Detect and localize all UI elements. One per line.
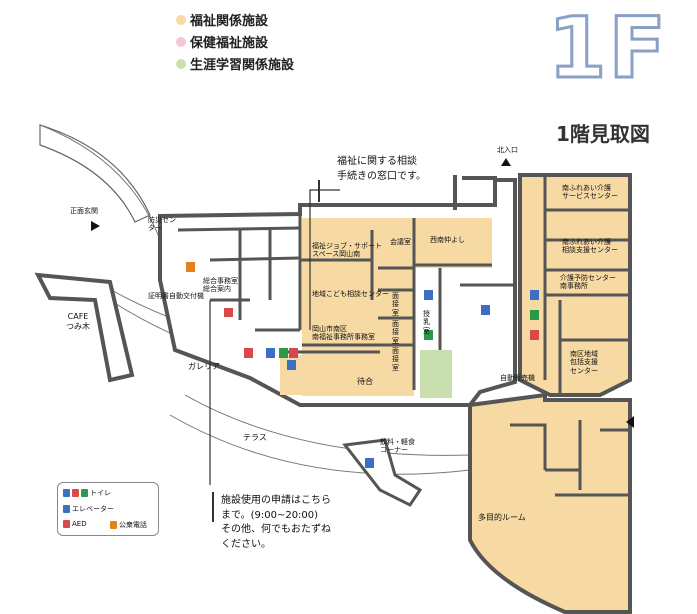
legend-welfare-dot: [176, 14, 186, 25]
label-inryou: 飲料・軽食 コーナー: [380, 438, 415, 455]
label-kitairi: 北入口: [497, 146, 518, 154]
key-phone: 公衆電話: [110, 520, 147, 530]
key-toilet-label: トイレ: [90, 489, 111, 497]
drink-corner-wall: [342, 438, 423, 507]
key-toilet: トイレ: [63, 488, 111, 498]
terrace-edge: [184, 394, 471, 456]
toilet-icon-f3: [530, 330, 539, 340]
label-mensetsu2: 面接室: [392, 320, 399, 345]
label-bousai: 防災センター: [148, 216, 176, 233]
entrance-arrow: [91, 221, 100, 231]
label-mensetsu3: 面接室: [392, 347, 399, 372]
key-elevator-label: エレベーター: [72, 505, 114, 513]
accessible-icon-1: [279, 348, 288, 358]
key-toilet-icon: [63, 489, 70, 497]
terrace-outer: [169, 414, 471, 475]
learning-zone: [420, 350, 452, 398]
note-top: 福祉に関する相談 手続きの窓口です。: [337, 156, 426, 182]
note-bottom: 施設使用の申請はこちら まで。(9:00~20:00) その他、何でもおたずね …: [221, 495, 331, 550]
label-shoumen: 正面玄関: [70, 207, 98, 215]
phone-icon: [186, 262, 195, 272]
key-accessible-icon: [81, 489, 88, 497]
label-sougou: 総合事務室 総合案内: [203, 277, 238, 294]
east-arrow: [626, 416, 634, 428]
label-machiai: 待合: [357, 377, 373, 386]
toilet-icon-f1: [244, 348, 253, 358]
south-wing-walls: [510, 420, 630, 497]
interior-walls: [280, 214, 515, 390]
label-kaigi: 会議室: [390, 238, 411, 246]
label-terrace: テラス: [243, 433, 267, 442]
label-fureai1: 南ふれあい介護 サービスセンター: [562, 184, 618, 201]
elevator-icon-1: [287, 360, 296, 370]
elevator-icon-2: [481, 305, 490, 315]
label-houkatsu: 南区地域 包括支援 センター: [570, 350, 598, 375]
key-phone-label: 公衆電話: [119, 521, 147, 529]
toilet-icon-m2: [424, 290, 433, 300]
top-callout-line: [309, 189, 340, 330]
toilet-icon-f2: [289, 348, 298, 358]
label-junyu: 授乳室: [423, 310, 430, 335]
east-wing-walls: [543, 175, 630, 395]
waiting-zone: [280, 355, 380, 395]
label-mensetsu1: 面接室: [392, 292, 399, 317]
label-minami: 岡山市南区 南福祉事務所事務室: [312, 325, 375, 342]
key-aed-label: AED: [72, 520, 87, 528]
north-arrow: [501, 158, 511, 166]
key-aed-icon: [63, 520, 70, 528]
label-tamokuteki: 多目的ルーム: [478, 513, 526, 522]
cafe-wall: [34, 272, 135, 383]
aed-icon: [224, 308, 233, 317]
toilet-icon-m3: [530, 290, 539, 300]
floor-number: 1F: [547, 0, 668, 97]
legend-learning: 生涯学習関係施設: [176, 54, 294, 73]
label-nishi: 西南仲よし: [430, 236, 465, 244]
key-aed: AED: [63, 520, 87, 528]
toilet-icon-m1: [266, 348, 275, 358]
label-fukushi-job: 福祉ジョブ・サポート スペース岡山南: [312, 242, 382, 259]
label-fureai2: 南ふれあい介護 相談支援センター: [562, 238, 618, 255]
key-elevator: エレベーター: [63, 504, 114, 514]
legend-health: 保健福祉施設: [176, 32, 268, 51]
key-elevator-icon: [63, 505, 70, 513]
welfare-zone-b: [414, 218, 492, 268]
top-callout-tick: [318, 180, 320, 202]
key-phone-icon: [110, 521, 117, 529]
office-walls: [177, 226, 301, 332]
south-wing-outline: [468, 392, 632, 614]
north-entrance-walls: [453, 175, 497, 210]
elevator-icon-3: [365, 458, 374, 468]
welfare-zone-c: [378, 268, 414, 388]
accessible-icon-3: [530, 310, 539, 320]
floor-title: 1階見取図: [556, 122, 650, 146]
legend-health-label: 保健福祉施設: [190, 36, 269, 51]
legend-learning-label: 生涯学習関係施設: [190, 58, 295, 73]
arc-outer: [39, 124, 161, 241]
icon-key: トイレ エレベーター AED 公衆電話: [57, 482, 159, 536]
legend-learning-dot: [176, 58, 186, 69]
accessible-icon-2: [424, 330, 433, 340]
legend-welfare-label: 福祉関係施設: [190, 14, 269, 29]
label-kaigo-yobo: 介護予防センター 南事務所: [560, 274, 616, 291]
label-shoumeisho: 証明書自動交付機: [148, 292, 204, 300]
label-chiiki: 地域こども相談センター: [312, 290, 389, 298]
bottom-callout-tick: [212, 492, 214, 522]
label-galeria: ガレリア: [188, 362, 220, 371]
entrance-canopy: [39, 124, 151, 223]
label-jidou: 自動販売機: [500, 374, 535, 382]
key-toilet-icon-2: [72, 489, 79, 497]
legend-health-dot: [176, 36, 186, 47]
legend-welfare: 福祉関係施設: [176, 10, 268, 29]
label-cafe: CAFE つみ木: [66, 312, 90, 331]
